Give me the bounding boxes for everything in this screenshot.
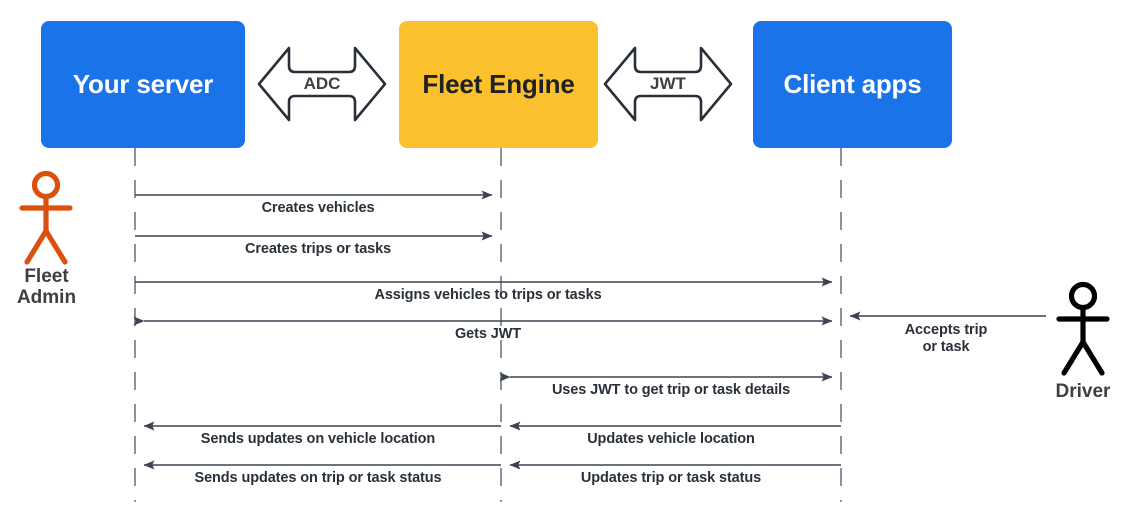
fleet-admin-actor-icon — [19, 170, 73, 265]
msg-label-accepts-trip: Accepts trip or task — [846, 322, 1046, 356]
adc-connector-label: ADC — [303, 74, 341, 93]
node-your-server-label: Your server — [72, 68, 214, 99]
jwt-connector-label: JWT — [650, 74, 686, 93]
msg-label-updates-vehicle-location: Updates vehicle location — [587, 431, 755, 447]
node-client-apps[interactable]: Client apps — [753, 21, 952, 148]
node-fleet-engine[interactable]: Fleet Engine — [399, 21, 598, 148]
node-your-server[interactable]: Your server — [41, 21, 245, 148]
msg-label-creates-trips: Creates trips or tasks — [244, 241, 392, 257]
msg-label-accepts-trip-line1: Accepts trip — [904, 322, 988, 338]
fleet-admin-actor-label: Fleet Admin — [0, 266, 93, 309]
msg-label-creates-vehicles: Creates vehicles — [261, 200, 375, 216]
msg-label-sends-vehicle-location: Sends updates on vehicle location — [200, 431, 436, 447]
fleet-admin-label-line2: Admin — [16, 287, 77, 309]
msg-label-uses-jwt: Uses JWT to get trip or task details — [551, 382, 791, 398]
msg-label-sends-trip-status: Sends updates on trip or task status — [194, 470, 442, 486]
driver-actor-icon — [1056, 281, 1110, 376]
msg-label-gets-jwt: Gets JWT — [454, 326, 522, 342]
fleet-admin-label-line1: Fleet — [24, 266, 69, 287]
msg-label-accepts-trip-line2: or task — [922, 339, 970, 356]
driver-actor-label: Driver — [1035, 381, 1131, 402]
node-client-apps-label: Client apps — [783, 68, 922, 99]
driver-label-line1: Driver — [1055, 381, 1111, 402]
msg-label-assigns-vehicles: Assigns vehicles to trips or tasks — [374, 287, 602, 303]
msg-label-updates-trip-status: Updates trip or task status — [580, 470, 762, 486]
node-fleet-engine-label: Fleet Engine — [422, 68, 575, 99]
